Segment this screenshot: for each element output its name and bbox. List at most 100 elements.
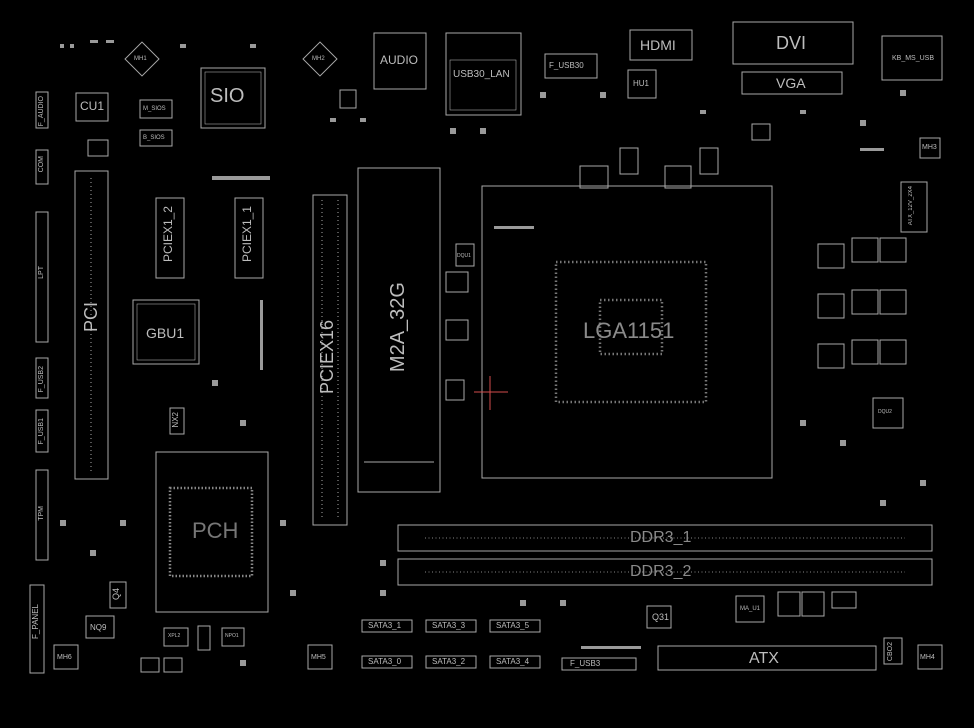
- pciex1-2-slot: [155, 197, 185, 279]
- sata3-0-port: [361, 655, 413, 669]
- m-sios-chip: [139, 99, 173, 119]
- b-sios-chip: [139, 129, 173, 147]
- ddr3-2-slot: [397, 558, 933, 586]
- pciex16-slot: [312, 194, 348, 526]
- label-f-usb1: F_USB1: [38, 418, 45, 445]
- label-mh2: MH2: [312, 56, 325, 62]
- label-nq9: NQ9: [90, 623, 107, 632]
- label-atx-12v-2x4: ATX_12V_2X4: [908, 186, 914, 226]
- nx2-chip: [169, 407, 185, 435]
- ddr3-1-slot: [397, 524, 933, 552]
- label-com: COM: [38, 156, 45, 173]
- label-f-audio: F_AUDIO: [38, 96, 45, 127]
- f-usb30-header: [544, 53, 598, 79]
- label-pciex16: PCIEX16: [317, 320, 337, 395]
- audio-connector: [373, 32, 427, 90]
- dvi-connector: [732, 21, 854, 65]
- label-ddr3-2: DDR3_2: [630, 563, 692, 580]
- nq9-chip: [85, 615, 115, 639]
- label-kb-ms-usb: KB_MS_USB: [892, 55, 935, 62]
- npo1-chip: [221, 627, 245, 647]
- label-sata3-3: SATA3_3: [432, 621, 466, 630]
- f-usb3-header: [561, 657, 637, 671]
- label-f-usb2: F_USB2: [38, 366, 45, 393]
- label-sata3-2: SATA3_2: [432, 657, 466, 666]
- label-vga: VGA: [776, 75, 806, 91]
- mh6-hole: [53, 644, 79, 670]
- label-hu1: HU1: [633, 79, 650, 88]
- atx-12v-2x4-connector: [900, 181, 928, 233]
- hdmi-connector: [629, 29, 693, 61]
- cbo2-chip: [883, 637, 903, 665]
- mh5-hole: [307, 644, 333, 670]
- pch-area: [155, 451, 269, 613]
- m2a-32g-slot: [357, 167, 441, 493]
- label-pch: PCH: [192, 518, 239, 543]
- label-dqu2: DQU2: [878, 409, 892, 415]
- label-f-panel: F_PANEL: [31, 604, 40, 639]
- label-atx: ATX: [749, 650, 779, 667]
- label-sata3-0: SATA3_0: [368, 657, 402, 666]
- sata3-4-port: [489, 655, 541, 669]
- label-usb30-lan: USB30_LAN: [453, 69, 510, 80]
- mh1-hole: [124, 41, 160, 77]
- label-npo1: NPO1: [225, 633, 239, 639]
- sata3-3-port: [425, 619, 477, 633]
- label-dvi: DVI: [776, 33, 807, 53]
- label-nx2: NX2: [171, 412, 180, 428]
- label-cbo2: CBO2: [887, 642, 894, 662]
- label-lpt: LPT: [38, 266, 45, 279]
- label-m-sios: M_SIOS: [143, 106, 166, 112]
- label-mh5: MH5: [311, 654, 326, 661]
- label-sata3-5: SATA3_5: [496, 621, 530, 630]
- kb-ms-usb-connector: [881, 35, 943, 81]
- label-sata3-1: SATA3_1: [368, 621, 402, 630]
- pch-chip: [168, 486, 254, 578]
- label-f-usb3: F_USB3: [570, 659, 601, 668]
- usb30-lan-connector: [445, 32, 522, 116]
- sata3-5-port: [489, 619, 541, 633]
- label-gbu1: GBU1: [146, 325, 185, 341]
- label-xpl2: XPL2: [168, 633, 181, 639]
- label-dqu1: DQU1: [457, 253, 471, 259]
- vga-connector: [741, 71, 843, 95]
- label-mh1: MH1: [134, 56, 147, 62]
- label-cu1: CU1: [80, 99, 105, 113]
- label-audio: AUDIO: [380, 53, 419, 67]
- label-sata3-4: SATA3_4: [496, 657, 530, 666]
- label-mh6: MH6: [57, 654, 72, 661]
- gbu1-chip: [132, 299, 200, 365]
- sio-chip: [200, 67, 266, 129]
- label-sio: SIO: [210, 85, 245, 107]
- lga1151-socket: [481, 185, 773, 479]
- label-tpm: TPM: [38, 506, 45, 521]
- label-mh3: MH3: [922, 144, 937, 151]
- label-lga1151: LGA1151: [583, 318, 675, 343]
- label-b-sios: B_SIOS: [143, 135, 165, 141]
- label-pci: PCI: [81, 302, 101, 333]
- ma-u1-chip: [735, 595, 765, 623]
- pci-slot: [74, 170, 109, 480]
- q4-chip: [109, 581, 127, 609]
- xpl2-chip: [163, 627, 189, 647]
- label-q4: Q4: [111, 588, 121, 601]
- mh4-hole: [917, 644, 943, 670]
- label-ddr3-1: DDR3_1: [630, 529, 692, 546]
- hu1-chip: [627, 69, 657, 99]
- mh3-hole: [919, 137, 941, 159]
- label-f-usb30: F_USB30: [549, 61, 584, 70]
- label-mh4: MH4: [920, 654, 935, 661]
- sata3-2-port: [425, 655, 477, 669]
- sata3-1-port: [361, 619, 413, 633]
- label-q31: Q31: [652, 612, 670, 622]
- q31-chip: [646, 605, 672, 629]
- label-ma-u1: MA_U1: [740, 606, 761, 612]
- pciex1-1-slot: [234, 197, 264, 279]
- atx-connector: [657, 645, 877, 671]
- mh2-hole: [302, 41, 338, 77]
- cu1-chip: [75, 92, 109, 122]
- label-pciex1-2: PCIEX1_2: [161, 206, 175, 263]
- label-pciex1-1: PCIEX1_1: [240, 206, 254, 263]
- label-hdmi: HDMI: [640, 37, 676, 53]
